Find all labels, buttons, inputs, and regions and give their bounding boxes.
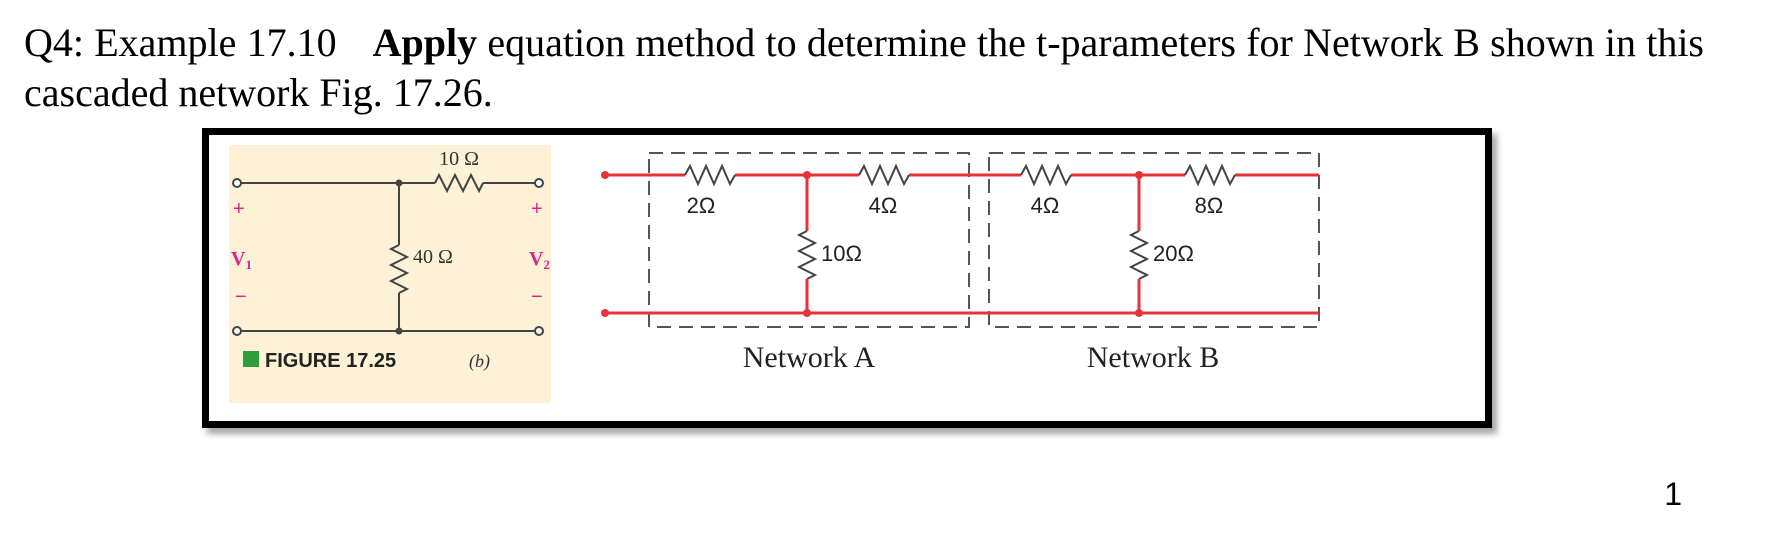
question-prefix: Q4: Example 17.10 bbox=[24, 20, 337, 65]
circuit-figure: 10 Ω 40 Ω + − + − V1 V2 FIGURE 17.25 (b) bbox=[229, 145, 1320, 403]
figure-caption: FIGURE 17.25 bbox=[265, 350, 396, 372]
terminal-v2-bottom bbox=[534, 326, 544, 336]
label-10-ohm: 10 Ω bbox=[439, 148, 479, 170]
terminal-v1-bottom bbox=[232, 326, 242, 336]
page-number: 1 bbox=[1664, 476, 1682, 512]
question-bold-word: Apply bbox=[372, 20, 478, 65]
v2-minus-sign: − bbox=[531, 286, 543, 308]
v1-plus-sign: + bbox=[233, 198, 245, 220]
network-b-label-r2: 8Ω bbox=[1195, 193, 1224, 218]
network-a-resistor-4 bbox=[858, 163, 910, 187]
network-b-shunt-resistor bbox=[1128, 230, 1150, 280]
question-text: Q4: Example 17.10 Apply equation method t… bbox=[24, 18, 1704, 118]
network-a-label-r1: 2Ω bbox=[687, 193, 716, 218]
network-a-shunt-resistor bbox=[796, 230, 818, 280]
question-body: equation method to determine the t-param… bbox=[24, 20, 1704, 115]
network-a-resistor-2 bbox=[684, 163, 736, 187]
network-a-box bbox=[648, 152, 970, 328]
v1-label: V1 bbox=[231, 248, 252, 272]
series-resistor-10 bbox=[434, 172, 484, 194]
figure-17-25-background bbox=[229, 145, 551, 403]
network-b-resistor-8 bbox=[1184, 163, 1236, 187]
label-40-ohm: 40 Ω bbox=[413, 246, 453, 268]
network-b-label-shunt: 20Ω bbox=[1153, 241, 1194, 266]
network-b-title: Network B bbox=[1087, 341, 1219, 374]
network-b-label-r1: 4Ω bbox=[1031, 193, 1060, 218]
network-b-box bbox=[988, 152, 1320, 328]
v2-plus-sign: + bbox=[531, 198, 543, 220]
network-a-label-shunt: 10Ω bbox=[821, 241, 862, 266]
figure-part-label: (b) bbox=[469, 351, 490, 372]
input-terminal-top bbox=[601, 171, 609, 179]
terminal-v1-top bbox=[232, 178, 242, 188]
network-a-label-r2: 4Ω bbox=[869, 193, 898, 218]
figure-frame: 10 Ω 40 Ω + − + − V1 V2 FIGURE 17.25 (b) bbox=[202, 128, 1492, 428]
v2-label: V2 bbox=[529, 248, 550, 272]
caption-square-icon bbox=[243, 351, 259, 367]
v1-minus-sign: − bbox=[235, 286, 247, 308]
input-terminal-bottom bbox=[601, 309, 609, 317]
terminal-v2-top bbox=[534, 178, 544, 188]
shunt-resistor-40 bbox=[388, 244, 410, 294]
network-a-title: Network A bbox=[743, 341, 876, 374]
network-b-resistor-4 bbox=[1020, 163, 1072, 187]
